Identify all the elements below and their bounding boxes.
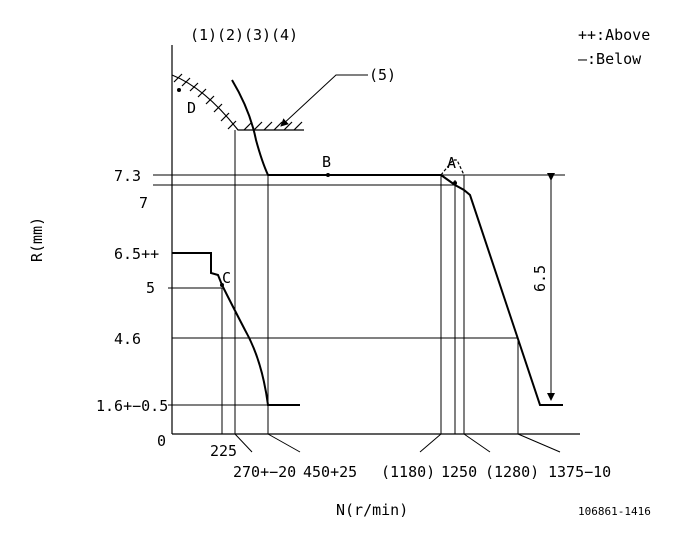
x-tick-1375: 1375−10 bbox=[548, 463, 611, 481]
x-tick-1250: 1250 bbox=[441, 463, 477, 481]
lever-label-1: (1) bbox=[190, 26, 217, 44]
point-a-marker bbox=[453, 181, 457, 185]
y-tick-1-6: 1.6+−0.5 bbox=[96, 397, 168, 415]
x-tick-1180: (1180) bbox=[381, 463, 435, 481]
callout-label: (5) bbox=[369, 66, 396, 84]
droop-curve bbox=[440, 174, 563, 406]
leader-1375 bbox=[517, 433, 561, 453]
dimension-label: 6.5 bbox=[531, 265, 549, 292]
x-tick-450: 450+25 bbox=[303, 463, 357, 481]
callout-leader bbox=[280, 74, 368, 127]
x-tick-225: 225 bbox=[210, 442, 237, 460]
point-d-label: D bbox=[187, 99, 196, 117]
leader-1180 bbox=[419, 433, 442, 453]
legend-above: ++:Above bbox=[578, 26, 650, 44]
y-axis-label: R(mm) bbox=[28, 217, 46, 262]
point-b-marker bbox=[326, 173, 330, 177]
drawing-number: 106861-1416 bbox=[578, 505, 651, 518]
lever-label-3: (3) bbox=[244, 26, 271, 44]
full-load-curve bbox=[231, 79, 441, 176]
x-tick-1280: (1280) bbox=[485, 463, 539, 481]
y-tick-5: 5 bbox=[146, 279, 155, 297]
idle-curve bbox=[172, 252, 300, 406]
point-b-label: B bbox=[322, 153, 331, 171]
y-tick-6-5: 6.5++ bbox=[114, 245, 159, 263]
y-tick-7-3: 7.3 bbox=[114, 167, 141, 185]
point-a-label: A bbox=[447, 154, 456, 172]
leader-270 bbox=[234, 433, 253, 453]
stop-boundary-curve bbox=[171, 74, 304, 131]
lever-label-2: (2) bbox=[217, 26, 244, 44]
stop-boundary-hatch bbox=[173, 73, 303, 131]
lever-label-4: (4) bbox=[271, 26, 298, 44]
y-tick-4-6: 4.6 bbox=[114, 330, 141, 348]
legend-below: —:Below bbox=[578, 50, 642, 68]
droop-dashed bbox=[440, 159, 465, 176]
point-c-marker bbox=[220, 283, 224, 287]
y-tick-7: 7 bbox=[139, 194, 148, 212]
x-tick-270: 270+−20 bbox=[233, 463, 296, 481]
leader-1280 bbox=[463, 433, 491, 453]
leader-450 bbox=[267, 433, 301, 453]
x-axis-label: N(r/min) bbox=[336, 501, 408, 519]
point-c-label: C bbox=[222, 269, 231, 287]
origin-label: 0 bbox=[157, 432, 166, 450]
point-d-marker bbox=[177, 88, 181, 92]
